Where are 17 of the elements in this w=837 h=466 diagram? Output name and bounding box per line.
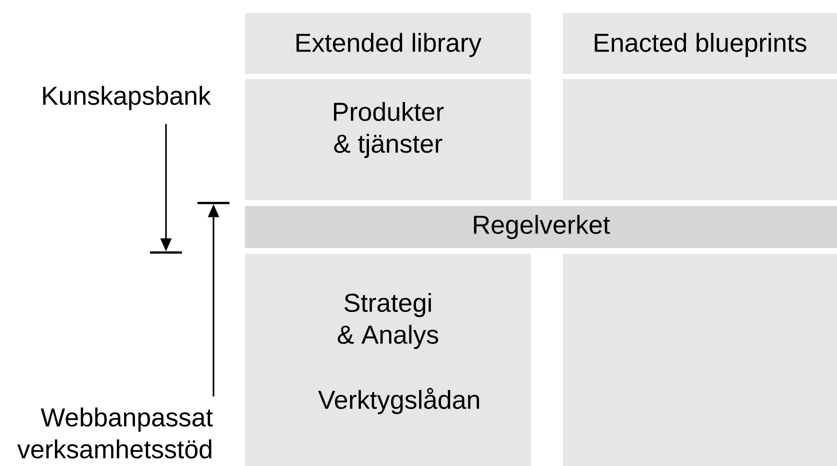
end-bar (198, 202, 230, 204)
category-box (245, 79, 531, 200)
side-label: Kunskapsbank (43, 86, 211, 110)
box-text: Produkter & tjänster (334, 102, 444, 158)
box-text: Enacted blueprints (594, 32, 806, 58)
box-text: Regelverket (474, 214, 610, 240)
end-bar (150, 251, 182, 254)
side-label: Webbanpassat verksamhetsstöd (17, 408, 213, 458)
box-text: Verktygslådan (318, 388, 480, 414)
box-text: Extended library (296, 32, 482, 58)
category-box (245, 254, 531, 466)
box-text: Strategi & Analys (338, 293, 438, 349)
band (245, 206, 837, 248)
empty-box (563, 254, 837, 466)
empty-box (563, 79, 837, 200)
category-box (245, 13, 531, 74)
category-box (563, 13, 837, 74)
